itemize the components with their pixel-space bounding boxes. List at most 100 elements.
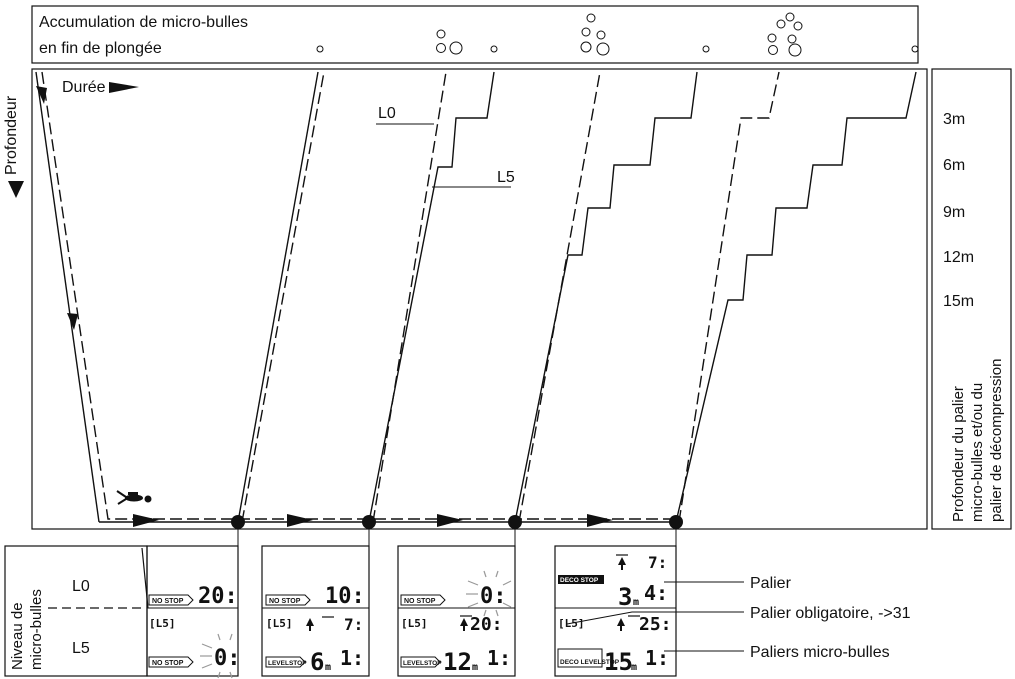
bubble [596,42,610,56]
side-caption-line1: Profondeur du palier [950,386,967,522]
marker-dot [508,515,522,529]
level-stop-badge [400,656,441,668]
stop-depth: 15 [604,648,633,676]
bubble [793,21,803,31]
badge-text: LEVELSTOP [268,660,307,667]
stop-depth-box [931,68,1012,530]
depth-15m: 15m [943,293,974,310]
bubble [911,45,919,53]
legend-title-line1: Niveau de [9,602,26,670]
bubble [776,19,786,29]
panel-frame [261,545,370,677]
bubble [785,12,795,22]
level-stop-badge [265,656,306,668]
depth-6m: 6m [943,157,965,174]
callout-lines [566,581,744,652]
badge-text: NO STOP [152,598,184,605]
ascent-line-l0 [678,71,780,523]
bubble [787,34,797,44]
ndl-value: 20: [198,584,238,609]
dive-computer-panel-4: 7: DECO STOP 3 m 4: [L5] 25: DECO LEVELS… [554,545,677,677]
stop-depth: 3 [618,583,632,611]
bubble [767,33,777,43]
marker-dot [362,515,376,529]
badge-text: DECO LEVELSTOP [560,659,620,666]
depth-unit: m [631,662,637,673]
arrow-icon [437,514,463,527]
time-axis-label: Durée [62,79,106,96]
curve-leaders [376,123,511,188]
side-caption: Profondeur du palier micro-bulles et/ou … [950,359,1005,522]
no-stop-badge [148,594,194,606]
bubble [581,27,591,37]
panel-3-top: NO STOP 0: [400,570,512,617]
bubble [702,45,710,53]
ascent-line-l5 [368,71,495,523]
level-icon: [L5] [266,617,293,630]
bubble [436,29,446,39]
bubble [436,43,446,53]
l0-curve-label: L0 [378,105,396,122]
descent-arrows [36,86,78,330]
l5-curve-label: L5 [497,169,515,186]
legend-title-line2: micro-bulles [28,589,45,670]
arrow-icon [287,514,313,527]
side-caption-line3: palier de décompression [988,359,1005,522]
ascent-arrow-icon [617,618,625,631]
level-icon: [L5] [401,617,428,630]
panel-frame [397,545,516,677]
callout-palier-obligatoire: Palier obligatoire, ->31 [750,605,911,622]
ascent-arrow-icon [618,557,626,570]
deco-stop-badge [558,575,604,584]
bubble [580,41,592,53]
panel-2-top: NO STOP 10: [265,584,365,609]
badge-text: NO STOP [152,660,184,667]
ascent-1 [237,71,325,523]
ascent-line-l0 [241,71,325,523]
stop-time: 1: [645,646,669,670]
no-stop-badge [265,594,311,606]
panel-1-top: NO STOP 20: [148,584,238,609]
ascent-line-l5 [237,71,319,523]
stop-depth: 12 [443,648,472,676]
depth-unit: m [472,662,478,673]
ascent-line-l5 [675,71,917,523]
depth-unit: m [633,597,639,608]
panel-4-bottom: [L5] 25: DECO LEVELSTOP 15 m 1: [557,614,672,676]
ndl-value: 0: [480,584,507,609]
stop-time: 1: [340,646,364,670]
bottom-arrows [133,514,613,527]
side-caption-line2: micro-bulles et/ou du [969,383,986,522]
badge-text: DECO STOP [560,577,599,584]
badge-text: NO STOP [404,598,436,605]
diver-icon [116,490,152,505]
bubble [768,45,778,55]
depth-unit: m [325,662,331,673]
dive-computer-panel-2: NO STOP 10: [L5] 7: LEVELSTOP 6 m 1: [261,545,370,677]
header-title-line1: Accumulation de micro-bulles [39,14,248,31]
panel-4-top: 7: DECO STOP 3 m 4: [558,553,668,611]
ascent-3 [514,71,698,523]
no-stop-badge [400,594,446,606]
arrow-icon [36,86,47,104]
depth-axis: Profondeur [3,95,24,198]
legend-l5: L5 [72,640,90,657]
depth-axis-label: Profondeur [3,95,20,175]
ascent-time: 20: [470,614,503,635]
ascent-line-l0 [372,71,447,523]
badge-text: NO STOP [269,598,301,605]
bubble [316,45,324,53]
bubble [596,30,606,40]
stop-depth: 6 [310,648,324,676]
micro-bubble-level-legend: Niveau de micro-bulles L0 L5 [4,545,149,677]
callout-paliers-micro-bulles: Paliers micro-bulles [750,644,890,661]
panel-frame [146,545,239,677]
dive-computer-panel-1: NO STOP 20: [L5] NO STOP 0: [146,545,241,679]
bubble [449,41,463,55]
callout-palier: Palier [750,575,792,592]
depth-12m: 12m [943,249,974,266]
ndl-value: 0: [214,646,241,671]
marker-dot [669,515,683,529]
blink-rays-icon [466,570,512,617]
ascent-4 [675,71,917,523]
